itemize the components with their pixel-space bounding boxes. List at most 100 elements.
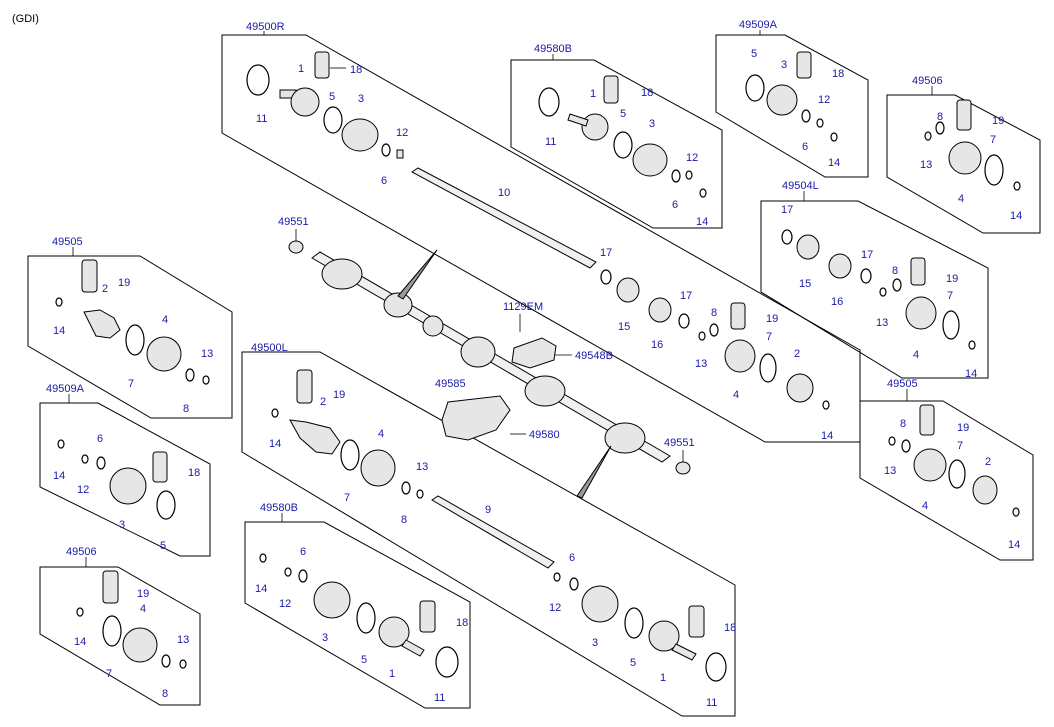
label-14[interactable]: 14	[828, 157, 840, 169]
group-code[interactable]: 49505	[887, 378, 918, 390]
label-11[interactable]: 11	[545, 136, 556, 148]
label-19[interactable]: 19	[137, 588, 149, 600]
label-6[interactable]: 6	[381, 175, 387, 187]
clip-6[interactable]	[298, 569, 308, 583]
grease-tube-19[interactable]	[919, 404, 935, 436]
label-16[interactable]: 16	[831, 296, 843, 308]
label-49551-top[interactable]: 49551	[278, 216, 309, 228]
shaft-9[interactable]	[431, 495, 555, 569]
band-5[interactable]	[624, 607, 644, 639]
label-11[interactable]: 11	[256, 113, 267, 125]
label-4[interactable]: 4	[958, 193, 964, 205]
label-7[interactable]: 7	[947, 290, 953, 302]
band-7[interactable]	[340, 439, 360, 471]
label-4[interactable]: 4	[733, 389, 739, 401]
band-5[interactable]	[745, 74, 765, 102]
grease-tube-18[interactable]	[419, 600, 436, 633]
boot-3[interactable]	[109, 467, 147, 505]
label-12[interactable]: 12	[686, 152, 698, 164]
label-3[interactable]: 3	[322, 632, 328, 644]
label-4[interactable]: 4	[140, 603, 146, 615]
label-6[interactable]: 6	[97, 433, 103, 445]
label-13[interactable]: 13	[177, 634, 189, 646]
grease-tube-19[interactable]	[956, 99, 972, 131]
clip-14[interactable]	[699, 188, 707, 198]
clip-8[interactable]	[401, 481, 411, 495]
hub-nut-top[interactable]	[288, 240, 304, 254]
group-code[interactable]: 49500L	[251, 342, 288, 354]
boot-3[interactable]	[581, 585, 619, 623]
label-5[interactable]: 5	[620, 108, 626, 120]
label-12[interactable]: 12	[396, 127, 408, 139]
outer-boot-lower[interactable]	[604, 422, 646, 454]
band-7[interactable]	[759, 353, 777, 383]
boot-3[interactable]	[766, 84, 798, 116]
label-3[interactable]: 3	[358, 93, 364, 105]
clip-6[interactable]	[671, 169, 681, 183]
label-16[interactable]: 16	[651, 339, 663, 351]
label-14[interactable]: 14	[965, 368, 977, 380]
label-5[interactable]: 5	[160, 540, 166, 552]
ring-11[interactable]	[705, 652, 727, 682]
label-7[interactable]: 7	[766, 331, 772, 343]
label-3[interactable]: 3	[119, 519, 125, 531]
label-18[interactable]: 18	[641, 87, 653, 99]
clip-6[interactable]	[381, 143, 391, 157]
clip-6[interactable]	[569, 577, 579, 591]
label-8[interactable]: 8	[183, 403, 189, 415]
circlip-12[interactable]	[81, 454, 89, 464]
housing-2[interactable]	[83, 309, 121, 339]
boot-4[interactable]	[146, 336, 182, 372]
ring-17b[interactable]	[860, 268, 872, 284]
band-7[interactable]	[102, 615, 122, 647]
label-6[interactable]: 6	[802, 141, 808, 153]
hub-nut-bottom[interactable]	[675, 461, 691, 475]
boot-4[interactable]	[360, 449, 396, 487]
label-8[interactable]: 8	[937, 111, 943, 123]
label-18[interactable]: 18	[188, 467, 200, 479]
label-11[interactable]: 11	[706, 697, 717, 709]
ring-17[interactable]	[600, 269, 612, 285]
clip-13[interactable]	[202, 375, 210, 385]
grease-tube-19[interactable]	[910, 257, 926, 286]
clip-8[interactable]	[185, 368, 195, 382]
clip-14[interactable]	[830, 132, 838, 142]
band-7[interactable]	[948, 459, 966, 489]
label-8[interactable]: 8	[711, 307, 717, 319]
label-14[interactable]: 14	[1010, 210, 1022, 222]
label-14[interactable]: 14	[696, 216, 708, 228]
label-19[interactable]: 19	[333, 389, 345, 401]
clip-8[interactable]	[901, 439, 911, 453]
label-19[interactable]: 19	[992, 115, 1004, 127]
damper-16[interactable]	[828, 253, 852, 279]
label-7[interactable]: 7	[128, 378, 134, 390]
label-14[interactable]: 14	[255, 583, 267, 595]
boot-3[interactable]	[341, 118, 379, 152]
cv-joint-1[interactable]	[648, 620, 680, 652]
label-17b[interactable]: 17	[861, 249, 873, 261]
label-14[interactable]: 14	[821, 430, 833, 442]
label-1[interactable]: 1	[590, 88, 596, 100]
label-3[interactable]: 3	[781, 59, 787, 71]
label-19[interactable]: 19	[766, 313, 778, 325]
band-5[interactable]	[356, 602, 376, 634]
label-1[interactable]: 1	[660, 672, 666, 684]
clip-8[interactable]	[161, 654, 171, 668]
boot-3[interactable]	[632, 143, 668, 177]
group-code[interactable]: 49506	[912, 75, 943, 87]
stub-shaft[interactable]	[567, 113, 589, 127]
label-3[interactable]: 3	[592, 637, 598, 649]
ring-17b[interactable]	[678, 313, 690, 329]
grease-tube-19[interactable]	[730, 302, 746, 330]
label-2[interactable]: 2	[102, 283, 108, 295]
group-code[interactable]: 49509A	[46, 383, 85, 395]
clip-14[interactable]	[55, 297, 63, 307]
label-2[interactable]: 2	[794, 348, 800, 360]
cv-joint-1[interactable]	[581, 113, 609, 141]
stub-shaft[interactable]	[671, 643, 697, 661]
group-code[interactable]: 49509A	[739, 19, 778, 31]
damper-15[interactable]	[616, 277, 640, 303]
label-5[interactable]: 5	[329, 91, 335, 103]
damper-16[interactable]	[648, 297, 672, 323]
label-18[interactable]: 18	[724, 622, 736, 634]
